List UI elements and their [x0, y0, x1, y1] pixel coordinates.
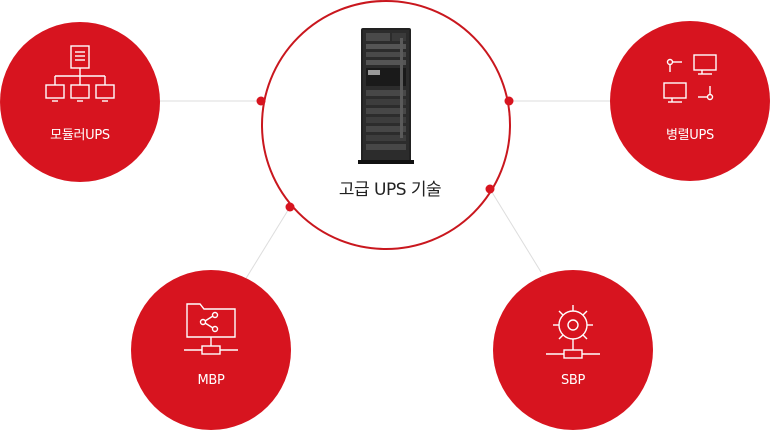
- center-title: 고급 UPS 기술: [338, 180, 442, 200]
- connector-dot-parallel: [504, 96, 514, 106]
- parallel-monitors-icon: [663, 54, 717, 103]
- node-sbp-label: SBP: [560, 373, 586, 388]
- ups-rack-icon: [358, 28, 414, 164]
- connector-dot-mbp: [285, 202, 295, 212]
- connector-sbp: [489, 188, 542, 273]
- network-tree-icon: [45, 45, 115, 102]
- node-mbp-circle: [131, 270, 291, 430]
- connector-mbp: [244, 206, 291, 281]
- node-parallel-circle: [610, 21, 770, 181]
- connector-dot-modular: [256, 96, 266, 106]
- node-parallel-label: 병렬UPS: [665, 128, 715, 143]
- folder-share-icon: [184, 303, 238, 355]
- node-modular-label: 모듈러UPS: [50, 128, 110, 143]
- node-mbp-label: MBP: [197, 373, 225, 388]
- connector-dot-sbp: [485, 184, 495, 194]
- node-modular-circle: [0, 22, 160, 182]
- gear-network-icon: [546, 305, 600, 359]
